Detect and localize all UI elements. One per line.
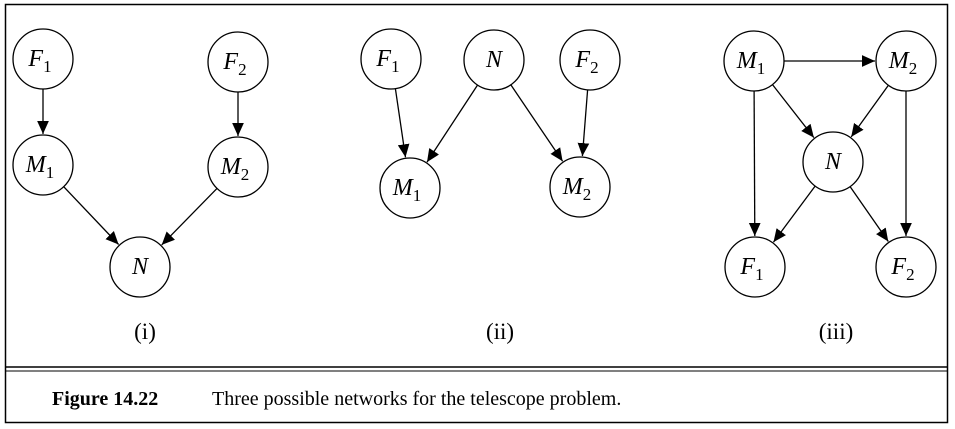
node-iii-f2: F2 <box>875 236 937 298</box>
node-label-subscript: 1 <box>757 59 766 78</box>
node-label: M2 <box>562 174 592 204</box>
node-label-subscript: 1 <box>43 57 52 76</box>
node-label: N <box>485 47 504 73</box>
node-circle <box>559 29 621 91</box>
node-label-subscript: 1 <box>755 265 764 284</box>
node-i-n: N <box>109 236 171 298</box>
node-ii-f2: F2 <box>559 29 621 91</box>
node-label: M2 <box>220 154 250 184</box>
node-iii-m1: M1 <box>723 30 785 92</box>
node-label: N <box>824 149 843 175</box>
node-label-subscript: 2 <box>238 60 247 79</box>
node-label-base: F <box>375 46 391 72</box>
node-label-base: M <box>25 152 48 178</box>
node-label: F1 <box>27 46 51 76</box>
node-label: F1 <box>375 46 399 76</box>
node-circle <box>802 131 864 193</box>
node-label-subscript: 1 <box>391 57 400 76</box>
edge-ii-f2-to-m2 <box>577 89 590 157</box>
node-label-base: F <box>574 47 590 73</box>
node-circle <box>360 28 422 90</box>
node-label-subscript: 1 <box>46 163 55 182</box>
node-i-m2: M2 <box>207 136 269 198</box>
node-label: F2 <box>890 254 914 284</box>
node-circle <box>875 236 937 298</box>
node-circle <box>12 134 74 196</box>
edge-iii-m1-to-f1 <box>748 90 761 237</box>
edge-iii-m2-to-n <box>850 84 889 138</box>
node-iii-f1: F1 <box>724 236 786 298</box>
node-circle <box>723 30 785 92</box>
edge-ii-n-to-m2 <box>510 84 564 162</box>
node-circle <box>12 28 74 90</box>
node-label: N <box>131 254 150 280</box>
node-circle <box>207 136 269 198</box>
node-label: M1 <box>392 175 422 205</box>
node-label-base: M <box>736 48 759 74</box>
edge-i-m2-to-n <box>161 187 218 246</box>
node-label-subscript: 2 <box>583 185 592 204</box>
edge-iii-m1-to-n <box>771 84 815 139</box>
node-label-subscript: 1 <box>413 186 422 205</box>
figure-frame <box>4 3 949 424</box>
node-label: F2 <box>222 49 246 79</box>
node-label-subscript: 2 <box>909 59 918 78</box>
node-label-subscript: 2 <box>590 58 599 77</box>
node-ii-m2: M2 <box>549 156 611 218</box>
node-label: M1 <box>736 48 766 78</box>
node-label-base: F <box>27 46 43 72</box>
node-label-base: F <box>739 254 755 280</box>
node-circle <box>109 236 171 298</box>
node-ii-n: N <box>463 29 525 91</box>
node-circle <box>207 31 269 93</box>
caption-text: Three possible networks for the telescop… <box>212 388 621 410</box>
node-circle <box>549 156 611 218</box>
node-circle <box>875 30 937 92</box>
caption-label: Figure 14.22 <box>52 388 158 410</box>
node-i-m1: M1 <box>12 134 74 196</box>
edge-iii-n-to-f2 <box>849 186 889 242</box>
node-label-base: M <box>562 174 585 200</box>
node-label-base: N <box>485 47 504 73</box>
edge-i-m1-to-n <box>63 186 120 245</box>
node-circle <box>724 236 786 298</box>
panel-label-i: (i) <box>134 319 156 344</box>
node-i-f1: F1 <box>12 28 74 90</box>
edge-ii-n-to-m1 <box>426 84 479 163</box>
node-label: F2 <box>574 47 598 77</box>
node-i-f2: F2 <box>207 31 269 93</box>
node-label: M2 <box>888 48 918 78</box>
panel-label-ii: (ii) <box>486 319 514 344</box>
node-label-base: F <box>222 49 238 75</box>
edge-ii-f1-to-m1 <box>394 88 410 158</box>
node-circle <box>379 157 441 219</box>
panel-label-iii: (iii) <box>819 319 854 344</box>
node-ii-m1: M1 <box>379 157 441 219</box>
node-label-subscript: 2 <box>906 265 915 284</box>
node-iii-n: N <box>802 131 864 193</box>
node-label-base: M <box>888 48 911 74</box>
node-label: M1 <box>25 152 55 182</box>
node-label-base: N <box>824 149 843 175</box>
node-iii-m2: M2 <box>875 30 937 92</box>
node-label-subscript: 2 <box>241 165 250 184</box>
node-circle <box>463 29 525 91</box>
node-label-base: F <box>890 254 906 280</box>
node-label-base: N <box>131 254 150 280</box>
node-ii-f1: F1 <box>360 28 422 90</box>
node-label-base: M <box>392 175 415 201</box>
node-label: F1 <box>739 254 763 284</box>
node-label-base: M <box>220 154 243 180</box>
edge-iii-n-to-f1 <box>772 185 816 243</box>
